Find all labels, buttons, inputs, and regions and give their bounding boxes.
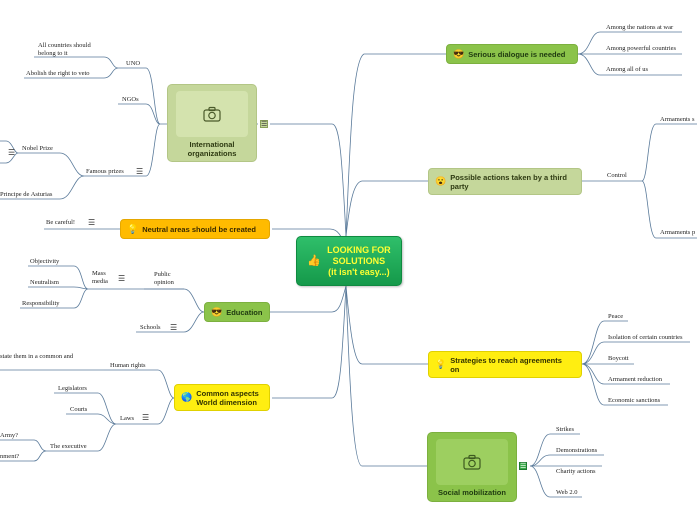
leaf-laws[interactable]: Laws (120, 415, 135, 422)
central-topic-line3: (it isn't easy...) (328, 266, 390, 277)
notes-icon[interactable]: ☰ (519, 462, 527, 470)
leaf-uno[interactable]: UNO (126, 60, 141, 67)
leaf-legislators[interactable]: Legislators (58, 385, 87, 392)
topic-common-line1: Common aspects (196, 388, 259, 398)
leaf-nobel-prize[interactable]: Nobel Prize (22, 145, 53, 152)
leaf-public-opinion[interactable]: Public opinion (154, 271, 174, 287)
topic-third-party[interactable]: 😮 Possible actions taken by a third part… (428, 168, 582, 195)
leaf-schools[interactable]: Schools (140, 324, 161, 331)
leaf-armament-reduction[interactable]: Armament reduction (608, 376, 662, 383)
leaf-strikes[interactable]: Strikes (556, 426, 575, 433)
notes-icon[interactable]: ☰ (8, 148, 16, 157)
leaf-abolish-veto[interactable]: Abolish the right to veto (26, 70, 90, 77)
idea-icon: 💡 (435, 359, 447, 369)
leaf-state-common[interactable]: state them in a common and (0, 353, 74, 360)
leaf-responsibility[interactable]: Responsibility (22, 300, 60, 307)
notes-icon[interactable]: ☰ (118, 274, 126, 283)
leaf-mass-media-line1: Mass (92, 270, 106, 277)
topic-common-aspects[interactable]: 🌎 Common aspects World dimension (174, 384, 270, 411)
leaf-famous-prizes[interactable]: Famous prizes (86, 168, 124, 175)
topic-third-party-line1: Possible actions taken by a third (450, 172, 567, 182)
leaf-objectivity[interactable]: Objectivity (30, 258, 60, 265)
leaf-army[interactable]: Army? (0, 432, 19, 439)
leaf-mass-media-line2: media (92, 278, 108, 285)
leaf-armaments-p[interactable]: Armaments p (660, 229, 696, 236)
thumbs-up-icon: 👍 (307, 254, 322, 267)
leaf-among-powerful[interactable]: Among powerful countries (606, 45, 677, 52)
leaf-be-careful[interactable]: Be careful! (46, 219, 76, 226)
camera-icon (176, 91, 248, 137)
leaf-peace[interactable]: Peace (608, 313, 624, 320)
topic-education-label: Education (226, 307, 263, 317)
leaf-among-nations-war[interactable]: Among the nations at war (606, 24, 674, 31)
leaf-public-opinion-line1: Public (154, 271, 171, 278)
leaf-among-all[interactable]: Among all of us (606, 66, 649, 73)
topic-common-line2: World dimension (196, 397, 257, 407)
topic-social-mobilization-label: Social mobilization (438, 488, 506, 497)
topic-third-party-line2: party (450, 181, 469, 191)
topic-strategies[interactable]: 💡 Strategies to reach agreements on (428, 351, 582, 378)
topic-international-organizations[interactable]: International organizations (167, 84, 257, 162)
leaf-boycott[interactable]: Boycott (608, 355, 629, 362)
leaf-all-countries-line1: All countries should (38, 42, 91, 49)
topic-neutral-areas-label: Neutral areas should be created (142, 224, 257, 234)
topic-strategies-line1: Strategies to reach agreements (450, 355, 562, 365)
leaf-all-countries-line2: belong to it (38, 50, 68, 57)
leaf-human-rights[interactable]: Human rights (110, 362, 146, 369)
central-topic-line2: SOLUTIONS (332, 255, 386, 266)
leaf-economic-sanctions[interactable]: Economic sanctions (608, 397, 661, 404)
leaf-all-countries[interactable]: All countries should belong to it (38, 42, 91, 58)
topic-neutral-areas[interactable]: 💡 Neutral areas should be created (120, 219, 270, 239)
notes-icon[interactable]: ☰ (88, 218, 96, 227)
leaf-government[interactable]: nment? (0, 453, 20, 460)
leaf-the-executive[interactable]: The executive (50, 443, 87, 450)
topic-strategies-line2: on (450, 364, 460, 374)
leaf-neutralism[interactable]: Neutralism (30, 279, 59, 286)
leaf-armaments-s[interactable]: Armaments s (660, 116, 695, 123)
globe-icon: 🌎 (181, 392, 193, 402)
notes-icon[interactable]: ☰ (170, 323, 178, 332)
topic-intl-line2: organizations (187, 149, 237, 158)
leaf-mass-media[interactable]: Mass media (92, 270, 108, 286)
notes-icon[interactable]: ☰ (142, 413, 150, 422)
notes-icon[interactable]: ☰ (136, 167, 144, 176)
topic-serious-dialogue-label: Serious dialogue is needed (468, 49, 566, 59)
leaf-control[interactable]: Control (607, 172, 627, 179)
leaf-web-2-0[interactable]: Web 2.0 (556, 489, 578, 496)
leaf-isolation[interactable]: Isolation of certain countries (608, 334, 683, 341)
camera-icon (436, 439, 508, 485)
leaf-ngos[interactable]: NGOs (122, 96, 139, 103)
topic-serious-dialogue[interactable]: 😎 Serious dialogue is needed (446, 44, 578, 64)
notes-icon[interactable]: ☰ (260, 120, 268, 128)
topic-intl-line1: International (189, 140, 235, 149)
cool-face-icon: 😎 (453, 48, 465, 59)
leaf-principe-asturias[interactable]: Principe de Asturias (0, 191, 53, 198)
central-topic-line1: LOOKING FOR (327, 244, 391, 255)
idea-icon: 💡 (127, 223, 139, 234)
leaf-charity-actions[interactable]: Charity actions (556, 468, 596, 475)
cool-face-icon: 😎 (211, 306, 223, 317)
leaf-demonstrations[interactable]: Demonstrations (556, 447, 598, 454)
leaf-courts[interactable]: Courts (70, 406, 88, 413)
leaf-public-opinion-line2: opinion (154, 279, 174, 286)
topic-education[interactable]: 😎 Education (204, 302, 270, 322)
shocked-face-icon: 😮 (435, 176, 447, 186)
topic-social-mobilization[interactable]: Social mobilization (427, 432, 517, 502)
central-topic[interactable]: 👍 LOOKING FOR SOLUTIONS (it isn't easy..… (296, 236, 402, 286)
